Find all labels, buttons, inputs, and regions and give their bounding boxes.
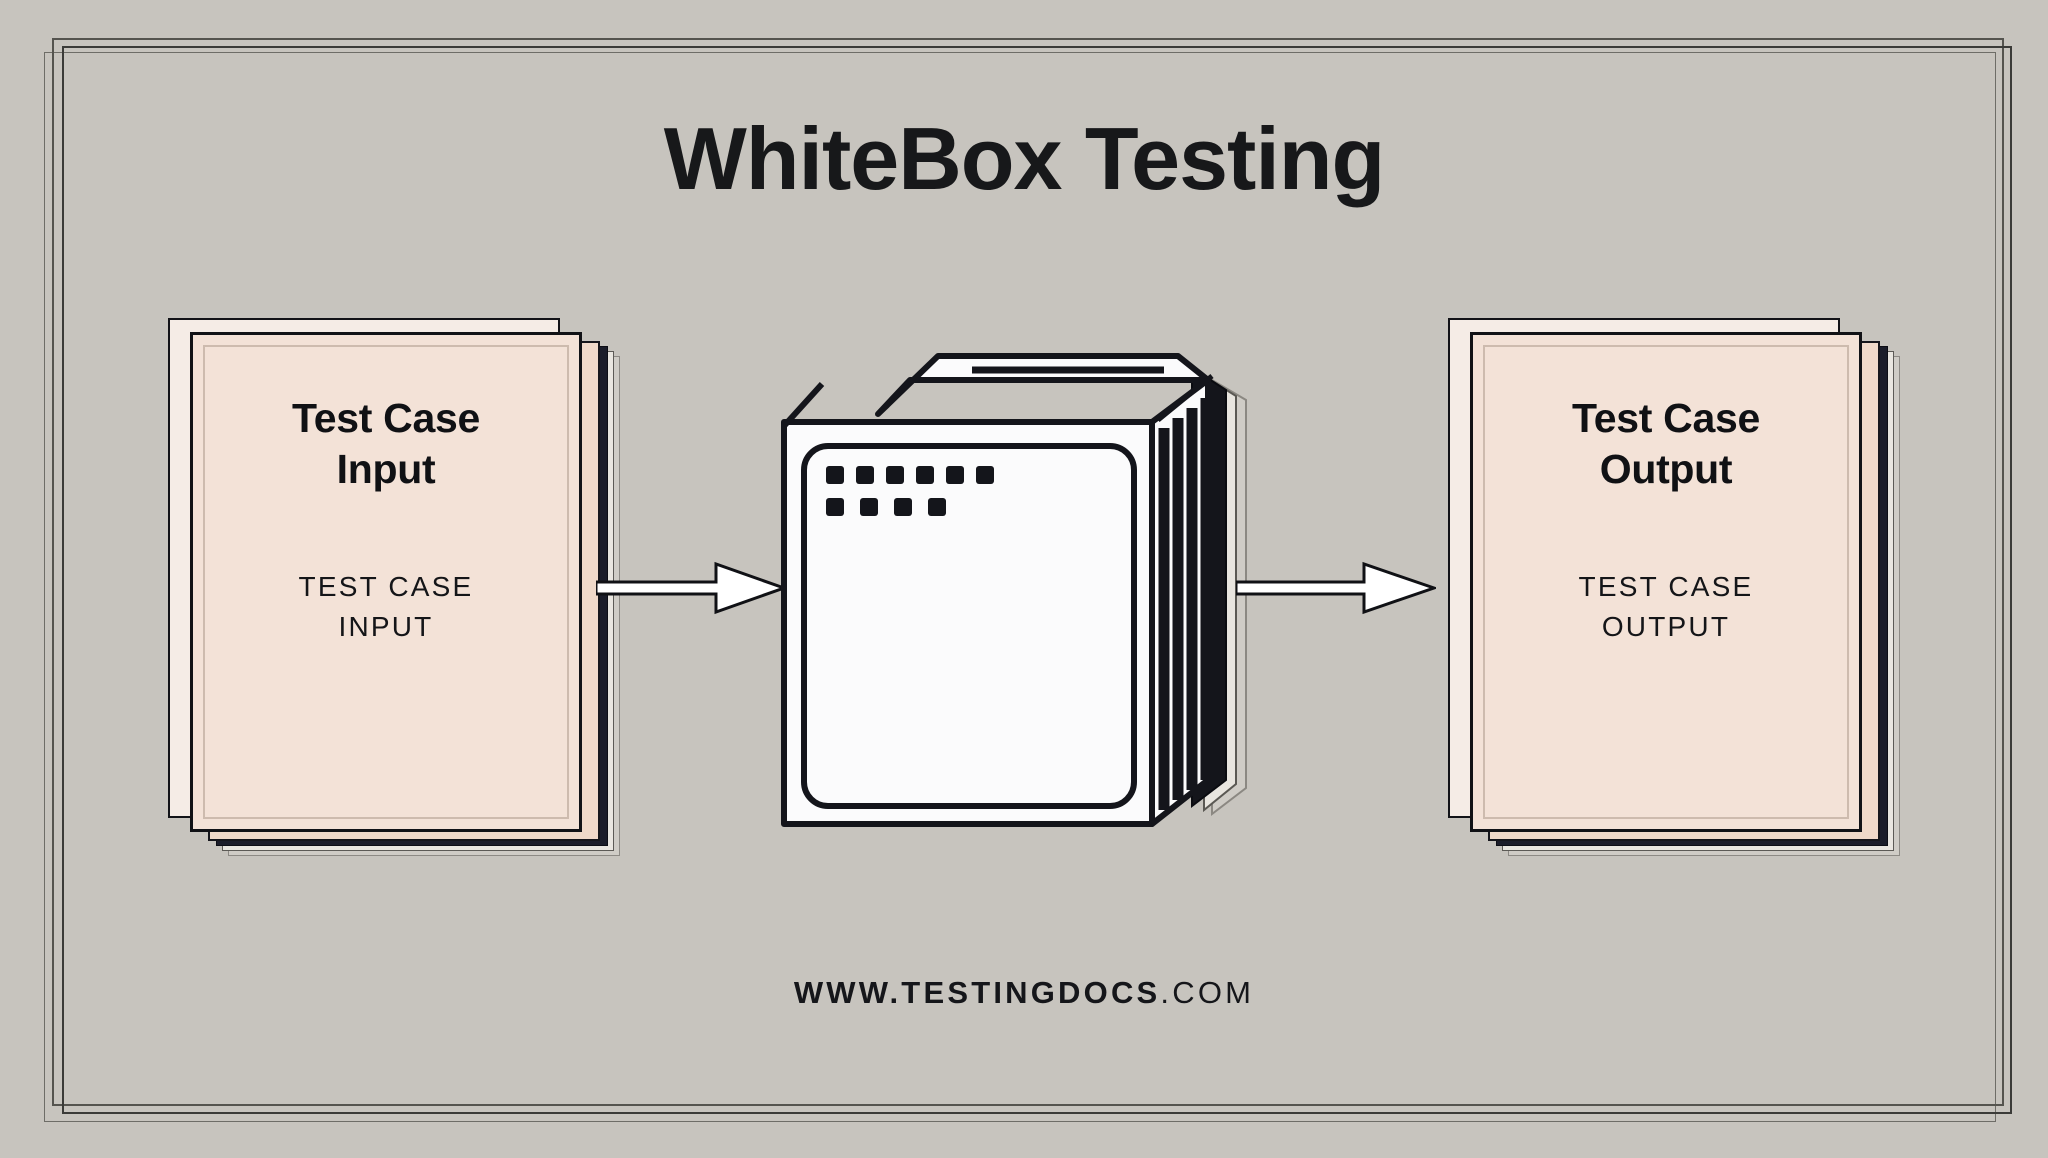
led-indicator-grid (826, 466, 994, 516)
card-heading-line-2: Output (1599, 445, 1733, 492)
arrow-box-to-output (1236, 560, 1436, 616)
card-heading-line-2: Input (336, 445, 436, 492)
card-heading: Test Case Input (292, 393, 480, 495)
card-subtext-line-2: INPUT (338, 611, 434, 643)
page-title: WhiteBox Testing (663, 109, 1386, 208)
card-content: Test Case Input TEST CASE INPUT (193, 335, 579, 829)
test-case-output-card-stack: Test Case Output TEST CASE OUTPUT (1448, 318, 1900, 856)
card-subtext: TEST CASE INPUT (299, 567, 474, 648)
white-box-server-unit[interactable] (760, 318, 1280, 848)
card-subtext-line-2: OUTPUT (1601, 611, 1731, 643)
card-subtext: TEST CASE OUTPUT (1579, 567, 1754, 648)
arrow-right-icon (596, 561, 786, 615)
card-subtext-line-1: TEST CASE (1578, 570, 1754, 602)
unit-vent-slats (1158, 398, 1212, 810)
card-heading: Test Case Output (1572, 393, 1760, 495)
footer-site-name: WWW.TESTINGDOCS (793, 975, 1161, 1010)
arrow-input-to-box (596, 560, 786, 616)
unit-front-panel (801, 443, 1137, 809)
footer-tld: .COM (1160, 975, 1255, 1010)
test-case-input-card-stack: Test Case Input TEST CASE INPUT (168, 318, 620, 856)
card-heading-line-1: Test Case (1572, 395, 1760, 441)
arrow-right-icon (1236, 561, 1436, 615)
unit-left-bevel (781, 381, 825, 429)
footer-watermark: WWW.TESTINGDOCS.COM (0, 975, 2048, 1011)
test-case-input-card[interactable]: Test Case Input TEST CASE INPUT (190, 332, 582, 832)
unit-top-face (875, 353, 1211, 417)
unit-right-top-edge (1156, 374, 1214, 422)
card-heading-line-1: Test Case (292, 395, 480, 441)
card-content: Test Case Output TEST CASE OUTPUT (1473, 335, 1859, 829)
card-subtext-line-1: TEST CASE (298, 570, 474, 602)
test-case-output-card[interactable]: Test Case Output TEST CASE OUTPUT (1470, 332, 1862, 832)
